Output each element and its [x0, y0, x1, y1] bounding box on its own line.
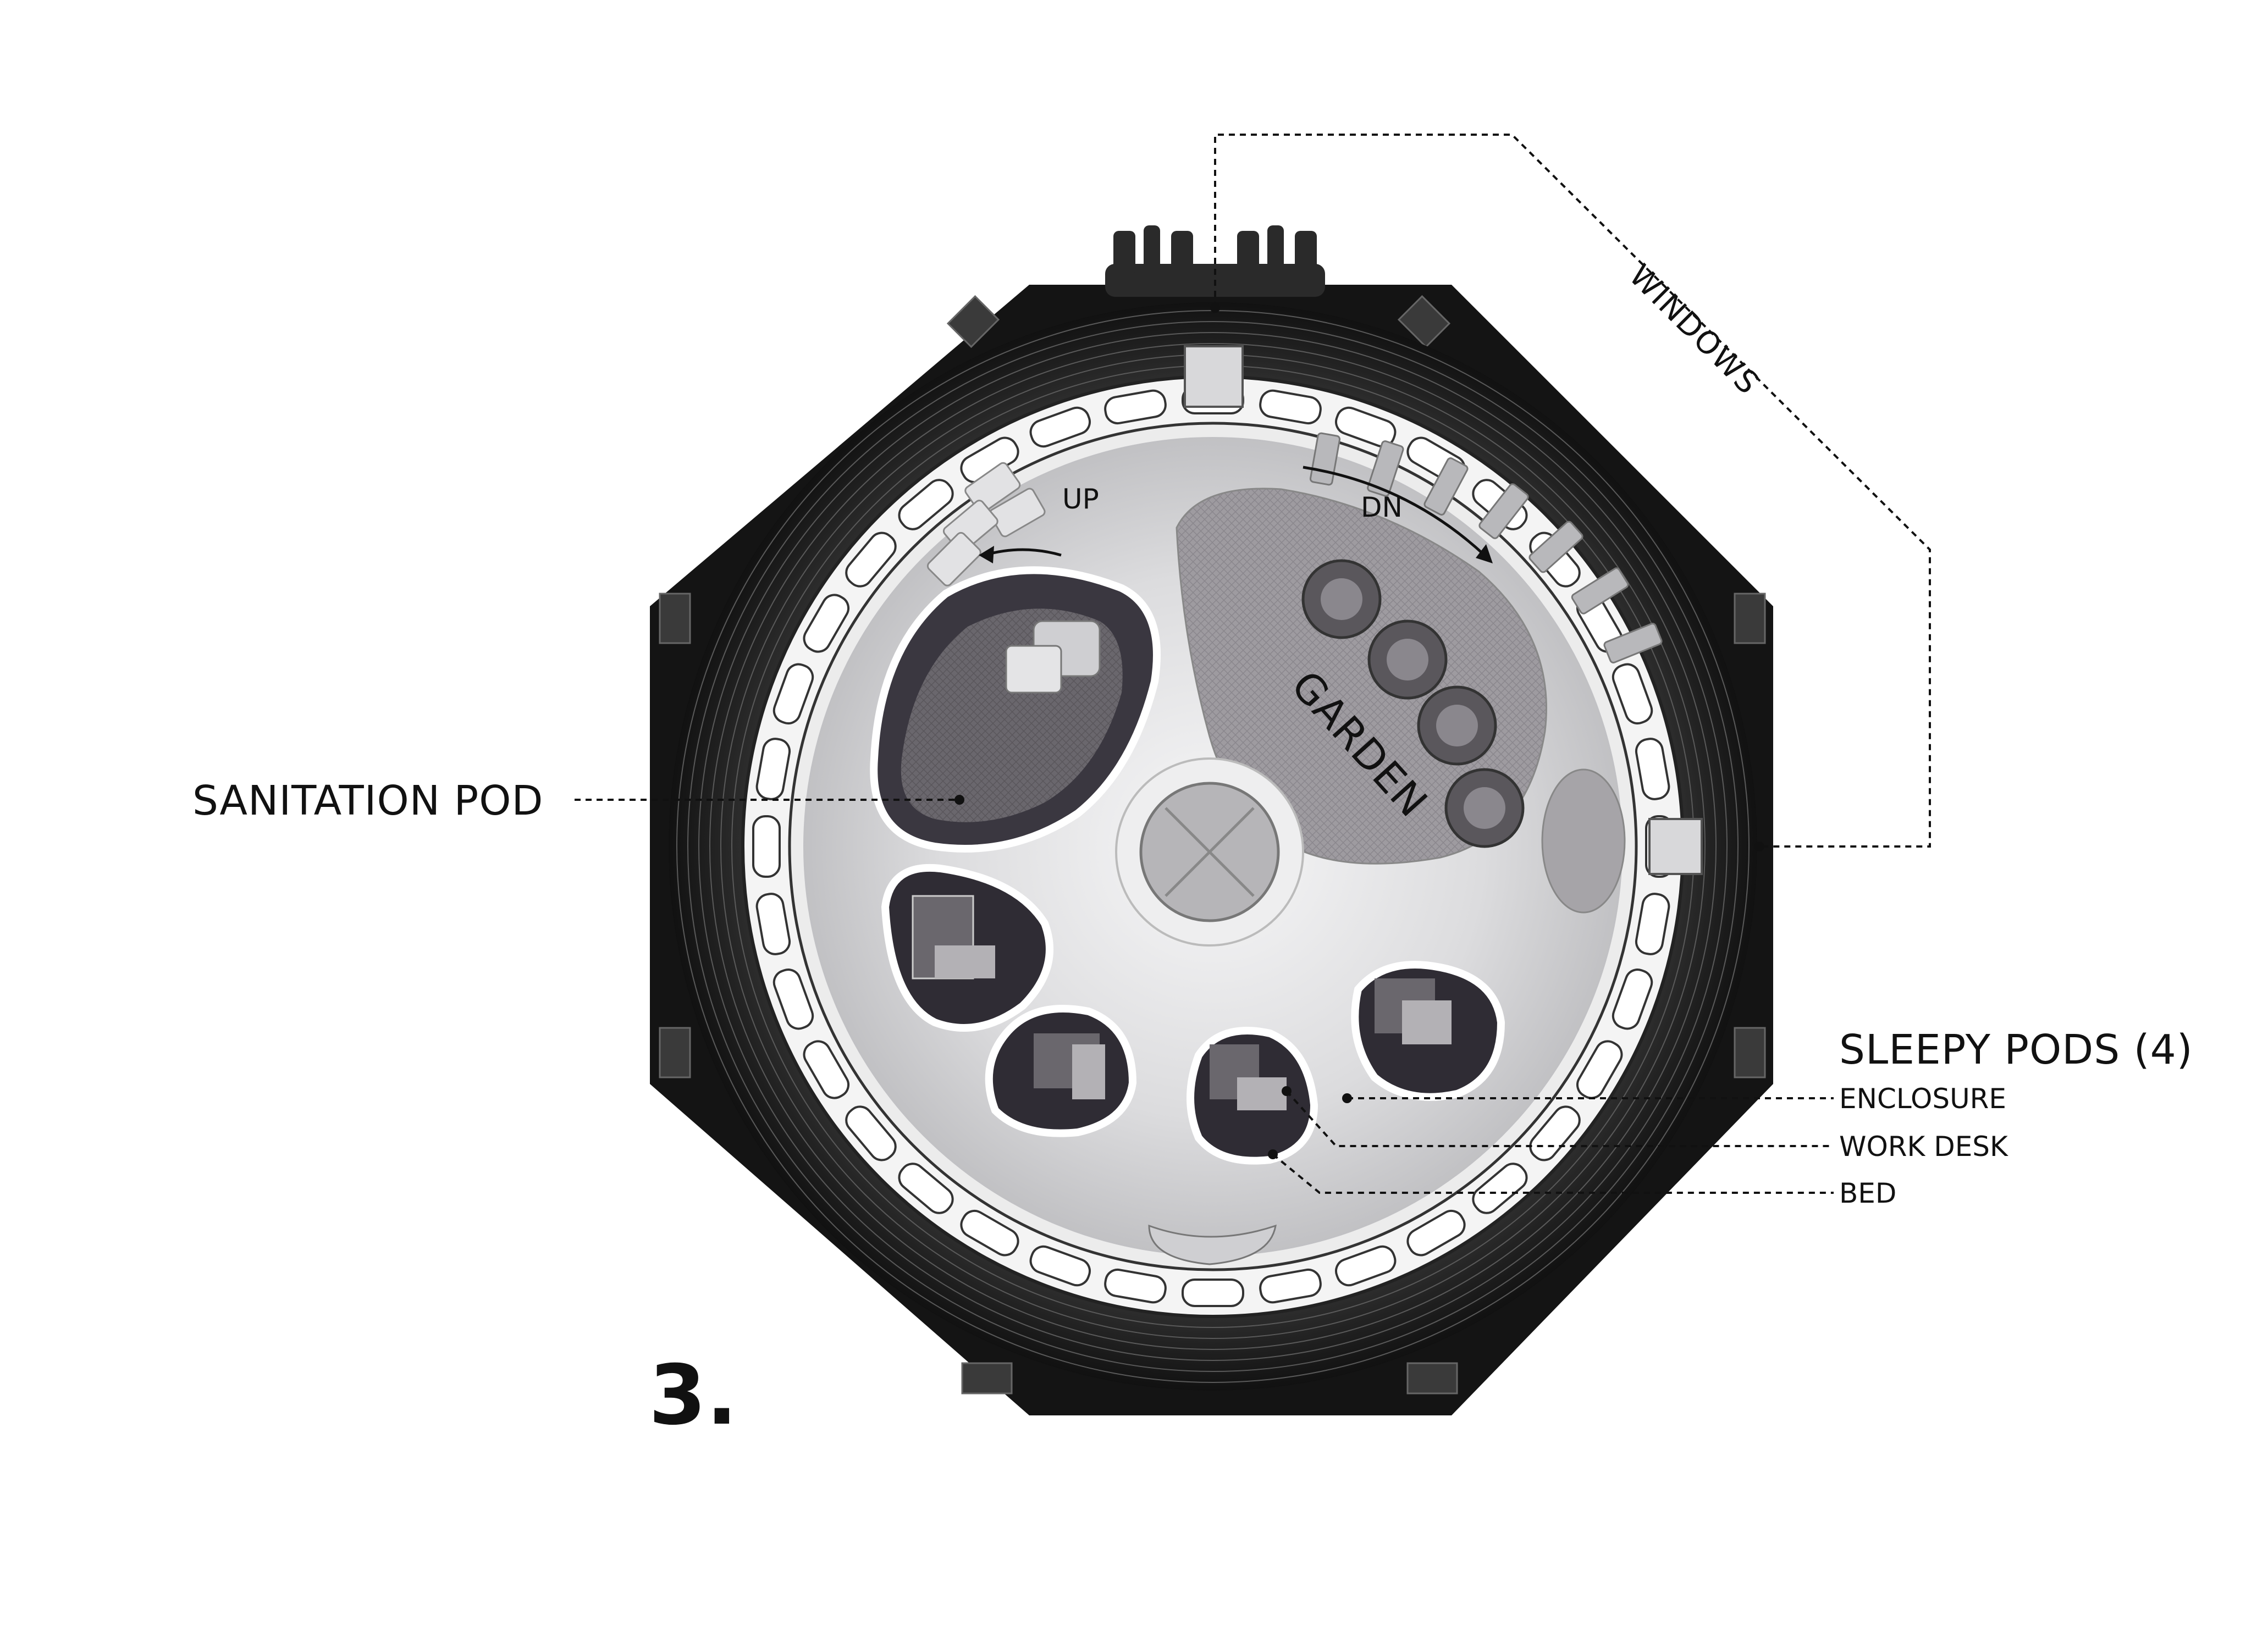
- dn-arrowhead: [1476, 544, 1493, 563]
- enclosure-leader-dot: [1342, 1093, 1352, 1103]
- window-slot: [1612, 663, 1653, 724]
- window-slot: [803, 594, 850, 653]
- window-slot: [1104, 389, 1167, 425]
- top-window-marker: [1184, 345, 1244, 408]
- sleepy-pod-4: [1351, 961, 1505, 1101]
- stair-down: [1309, 432, 1663, 663]
- window-slot: [898, 1163, 954, 1214]
- window-slot: [1406, 1209, 1466, 1257]
- window-slot: [1259, 1268, 1322, 1304]
- window-slots: [752, 386, 1674, 1307]
- up-arrowhead: [979, 546, 994, 563]
- window-slot: [1029, 1245, 1091, 1287]
- window-slot: [1029, 406, 1091, 448]
- window-slot: [1259, 389, 1322, 425]
- work-desk-label: WORK DESK: [1839, 1131, 2008, 1163]
- sleepy-pod-1: [881, 864, 1053, 1032]
- bottom-hatch: [1148, 1224, 1277, 1265]
- window-slot: [1335, 1245, 1397, 1287]
- sanitation-pod-label: SANITATION POD: [192, 777, 543, 824]
- central-hub-cross: [1165, 807, 1255, 897]
- window-slot: [752, 815, 781, 878]
- windows-label: WINDOWS: [1622, 258, 1766, 402]
- sleepy-pods-label: SLEEPY PODS (4): [1839, 1026, 2193, 1073]
- dn-arrow-path: [1303, 466, 1486, 556]
- window-slot: [772, 663, 814, 724]
- windows-leader-dot-top: [1210, 303, 1220, 313]
- dn-label: DN: [1361, 491, 1403, 523]
- window-slot: [803, 1040, 850, 1099]
- garden-planters: [1301, 559, 1525, 848]
- figure-number: 3.: [649, 1348, 737, 1443]
- enclosure-label: ENCLOSURE: [1839, 1083, 2006, 1115]
- window-slot: [1635, 893, 1670, 955]
- bed-label: BED: [1839, 1177, 1896, 1209]
- up-label: UP: [1062, 483, 1099, 515]
- right-window-marker: [1648, 818, 1703, 875]
- window-slot: [845, 532, 897, 588]
- window-slot: [898, 479, 954, 530]
- shell-mounting-tabs: [659, 295, 1766, 1395]
- work-desk-leader-dot: [1282, 1086, 1292, 1096]
- bed-leader-dot: [1268, 1149, 1278, 1159]
- sanitation-leader-dot: [954, 795, 964, 805]
- window-slot: [772, 969, 814, 1030]
- window-slot: [755, 893, 791, 955]
- stair-up: [926, 462, 1046, 586]
- work-desk-leader: [1285, 1090, 1834, 1147]
- storage-capsule: [1541, 768, 1626, 914]
- sanitation-fixture-2: [1005, 645, 1062, 694]
- window-slot: [1576, 1040, 1623, 1099]
- windows-leader-dot-right: [1754, 842, 1764, 851]
- window-slot: [1182, 1279, 1244, 1307]
- window-slot: [1104, 1268, 1167, 1304]
- window-slot: [1472, 1163, 1528, 1214]
- window-slot: [1612, 969, 1653, 1030]
- windows-leader: [1214, 134, 1931, 848]
- sleepy-pod-2: [985, 1005, 1137, 1137]
- window-slot: [960, 1209, 1019, 1257]
- window-slot: [1635, 738, 1670, 800]
- window-slot: [845, 1105, 897, 1161]
- sleepy-pod-3: [1187, 1027, 1318, 1165]
- bed-leader: [1272, 1153, 1834, 1194]
- sleepy-pods: [881, 864, 1505, 1165]
- window-slot: [1335, 406, 1397, 448]
- window-slot: [755, 738, 791, 800]
